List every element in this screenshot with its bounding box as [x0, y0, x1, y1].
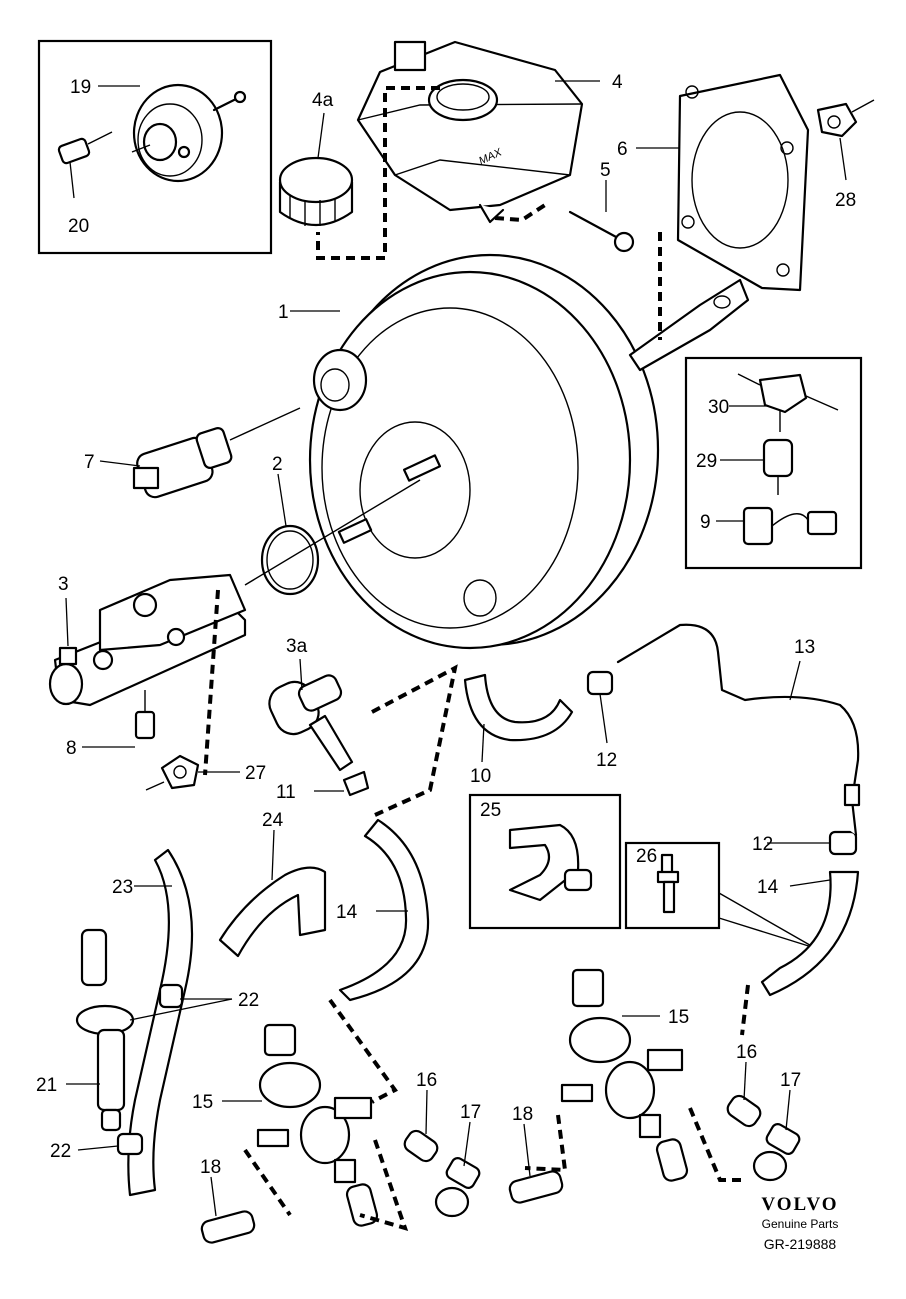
part-3-master-cylinder — [48, 479, 421, 707]
callout-18a: 18 — [200, 1157, 221, 1178]
part-18-hose-right — [508, 1170, 564, 1204]
callout-27: 27 — [245, 763, 266, 784]
callout-15b: 15 — [668, 1007, 689, 1028]
callout-26: 26 — [636, 846, 657, 867]
callout-28: 28 — [835, 190, 856, 211]
callout-12a: 12 — [596, 750, 617, 771]
callout-22b: 22 — [50, 1141, 71, 1162]
part-13-vacuum-pipe — [616, 623, 860, 837]
part-18-hose-left — [200, 1210, 256, 1244]
callout-3: 3 — [58, 574, 69, 595]
callout-17b: 17 — [780, 1070, 801, 1091]
part-5-bolt — [568, 210, 635, 253]
part-6-gasket — [676, 73, 810, 292]
callout-9: 9 — [700, 512, 711, 533]
part-2-o-ring — [260, 524, 320, 596]
part-10-hose — [463, 673, 574, 742]
part-26-fitting — [656, 853, 680, 914]
part-12-clamp-b — [828, 830, 858, 856]
callout-10: 10 — [470, 766, 491, 787]
volvo-logo: VOLVO — [761, 1194, 839, 1215]
callout-12b: 12 — [752, 834, 773, 855]
part-21-check-valve — [75, 928, 135, 1132]
inset-26-pointer — [718, 892, 816, 949]
callout-24: 24 — [262, 810, 284, 831]
part-16-hose-right — [726, 1094, 762, 1128]
callout-5: 5 — [600, 160, 611, 181]
part-14-hose-left — [338, 818, 430, 1002]
callout-16b: 16 — [736, 1042, 757, 1063]
part-9-wiring-connector — [742, 506, 838, 546]
inset-box-25 — [468, 793, 622, 930]
callout-7: 7 — [84, 452, 95, 473]
callout-2: 2 — [272, 454, 283, 475]
callout-3a: 3a — [286, 636, 308, 657]
part-1-brake-booster — [308, 253, 750, 650]
part-30-tee-fitting — [737, 373, 839, 432]
part-22-clamp-a — [158, 983, 184, 1009]
part-17-elbow-left — [434, 1157, 481, 1218]
part-4-fluid-reservoir: MAX — [356, 40, 584, 224]
part-15-solenoid-valve-right — [560, 968, 684, 1139]
callout-21: 21 — [36, 1075, 57, 1096]
callout-20: 20 — [68, 216, 89, 237]
drawing-number: GR-219888 — [763, 1236, 837, 1252]
part-27-nut — [145, 754, 200, 791]
callout-23: 23 — [112, 877, 133, 898]
part-17-elbow-right — [752, 1123, 801, 1182]
part-23-hose — [127, 848, 194, 1197]
callout-8: 8 — [66, 738, 77, 759]
callout-15a: 15 — [192, 1092, 213, 1113]
part-12-clamp-a — [586, 670, 614, 696]
part-3a-elbow — [268, 674, 354, 772]
callout-16a: 16 — [416, 1070, 437, 1091]
inset-box-9-29-30 — [684, 356, 863, 570]
callout-30: 30 — [708, 397, 729, 418]
part-16-hose-left — [403, 1129, 439, 1163]
callout-22a: 22 — [238, 990, 259, 1011]
callout-14a: 14 — [336, 902, 358, 923]
callout-17a: 17 — [460, 1102, 481, 1123]
part-7-vacuum-switch — [132, 407, 301, 499]
callout-6: 6 — [617, 139, 628, 160]
part-22-clamp-b — [116, 1132, 144, 1156]
part-4a-reservoir-cap — [278, 156, 354, 227]
callout-29: 29 — [696, 451, 717, 472]
callout-11: 11 — [276, 782, 296, 803]
callout-14b: 14 — [757, 877, 779, 898]
callout-19: 19 — [70, 77, 91, 98]
part-8-sensor — [134, 690, 156, 740]
part-15-solenoid-valve-left — [256, 1023, 373, 1184]
part-14-hose-right — [760, 870, 860, 997]
part-20-sensor-small — [57, 131, 113, 165]
callout-4a: 4a — [312, 90, 334, 111]
inset-box-19-20 — [37, 39, 273, 255]
part-28-nut — [816, 99, 875, 138]
alignment-lines — [203, 86, 750, 1231]
callout-25: 25 — [480, 800, 501, 821]
brand-tagline: Genuine Parts — [761, 1217, 839, 1231]
part-11-clip — [342, 770, 370, 797]
inset-box-26 — [624, 841, 721, 930]
leader-lines — [65, 80, 847, 1217]
callout-4: 4 — [612, 72, 623, 93]
callout-13: 13 — [794, 637, 815, 658]
part-19-booster-small — [131, 83, 247, 183]
part-25-clip — [508, 823, 593, 902]
callout-18b: 18 — [512, 1104, 533, 1125]
part-24-hose — [218, 866, 327, 958]
part-29-pressure-sensor — [762, 438, 794, 495]
callout-1: 1 — [278, 302, 289, 323]
